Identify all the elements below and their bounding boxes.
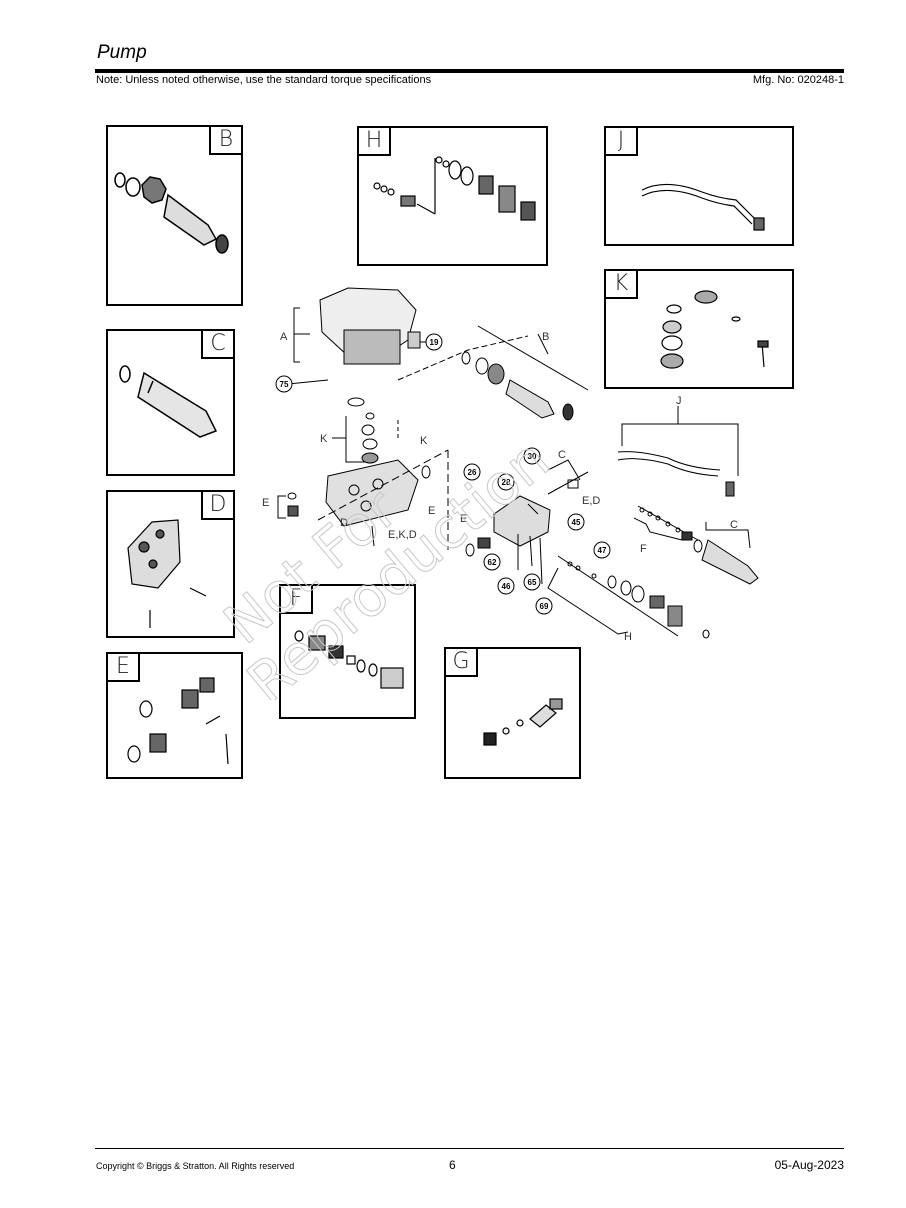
inset-g-label: G <box>444 647 478 677</box>
inset-h-parts-drawing <box>373 156 536 221</box>
copyright-text: Copyright © Briggs & Stratton. All Right… <box>96 1161 295 1171</box>
callout-46: 46 <box>502 582 511 591</box>
inset-e-label: E <box>106 652 140 682</box>
group-label-d: D <box>340 517 348 529</box>
inset-b-parts-drawing <box>114 172 229 254</box>
callout-47: 47 <box>598 546 607 555</box>
callout-28: 28 <box>502 478 511 487</box>
main-exploded-diagram: A B C C E E E E,D F H J K K D E,K,D 19 7… <box>262 287 759 643</box>
inset-f-parts-drawing <box>294 630 404 689</box>
group-label-e-mid: E <box>428 505 435 517</box>
callout-19: 19 <box>430 338 439 347</box>
inset-k: K <box>604 269 794 389</box>
inset-h: H <box>357 126 548 266</box>
group-label-b: B <box>542 331 549 343</box>
group-label-k-left: K <box>320 433 328 445</box>
callout-62: 62 <box>488 558 497 567</box>
group-label-e-right: E <box>460 513 467 525</box>
inset-g-parts-drawing <box>483 698 563 746</box>
callout-65: 65 <box>528 578 537 587</box>
inset-d-parts-drawing <box>127 519 207 628</box>
group-label-c-lower: C <box>730 519 738 531</box>
footer-date: 05-Aug-2023 <box>774 1158 844 1172</box>
page-title: Pump <box>97 42 147 63</box>
inset-f: F <box>279 584 416 719</box>
inset-b-label: B <box>209 125 243 155</box>
inset-c-label: C <box>201 329 235 359</box>
group-label-k-right: K <box>420 435 428 447</box>
inset-h-label: H <box>357 126 391 156</box>
group-label-e-k-d: E,K,D <box>388 529 417 541</box>
page-number: 6 <box>449 1158 456 1172</box>
group-label-c-upper: C <box>558 449 566 461</box>
inset-e-parts-drawing <box>127 677 229 765</box>
callout-45: 45 <box>572 518 581 527</box>
inset-e: E <box>106 652 243 779</box>
inset-g: G <box>444 647 581 779</box>
group-label-a: A <box>280 331 288 343</box>
inset-j-label: J <box>604 126 638 156</box>
inset-j-parts-drawing <box>641 183 765 231</box>
torque-note: Note: Unless noted otherwise, use the st… <box>96 74 432 86</box>
mfg-number: Mfg. No: 020248-1 <box>752 74 844 86</box>
callout-69: 69 <box>540 602 549 611</box>
inset-f-label: F <box>279 584 313 614</box>
inset-c: C <box>106 329 235 476</box>
inset-c-parts-drawing <box>119 365 218 438</box>
inset-k-parts-drawing <box>660 290 769 369</box>
group-label-j: J <box>676 395 682 407</box>
inset-d-label: D <box>201 490 235 520</box>
inset-j: J <box>604 126 794 246</box>
group-label-f: F <box>640 543 647 555</box>
footer-rule <box>95 1148 844 1149</box>
group-label-h: H <box>624 631 632 643</box>
header-rule <box>95 69 844 73</box>
inset-d: D <box>106 490 235 638</box>
callout-30: 30 <box>528 452 537 461</box>
callout-75: 75 <box>280 380 289 389</box>
callout-26: 26 <box>468 468 477 477</box>
inset-k-label: K <box>604 269 638 299</box>
group-label-e-left: E <box>262 497 269 509</box>
group-label-e-d: E,D <box>582 495 600 507</box>
inset-b: B <box>106 125 243 306</box>
